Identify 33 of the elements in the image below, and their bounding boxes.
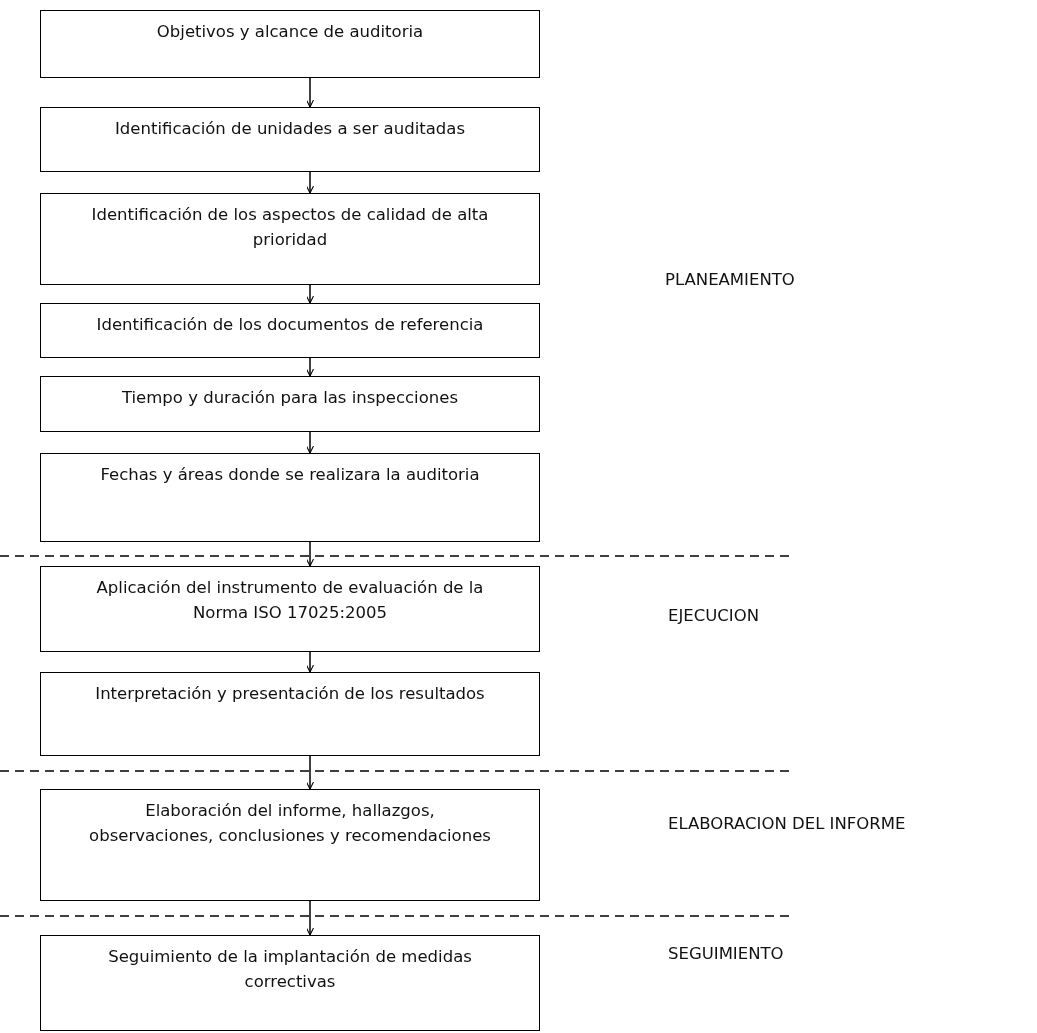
process-box <box>40 789 540 901</box>
arrow <box>306 651 314 673</box>
arrow <box>306 171 314 194</box>
phase-label: PLANEAMIENTO <box>665 270 795 289</box>
arrow <box>306 431 314 454</box>
arrow <box>306 284 314 304</box>
process-box <box>40 566 540 652</box>
step-text: Identificación de los aspectos de calidad de alta prioridad <box>90 204 490 251</box>
process-box <box>40 935 540 1031</box>
process-box <box>40 10 540 78</box>
phase-label: EJECUCION <box>668 606 760 625</box>
step-text: Fechas y áreas donde se realizara la auditoria <box>100 464 480 486</box>
step-text: Tiempo y duración para las inspecciones <box>121 387 458 409</box>
process-box <box>40 376 540 432</box>
arrow <box>306 541 314 567</box>
phase-label: SEGUIMIENTO <box>668 944 784 963</box>
step-text: Elaboración del informe, hallazgos, observaciones, conclusiones y recomendaciones <box>88 800 492 847</box>
step-text: Interpretación y presentación de los resultados <box>95 683 485 705</box>
process-box <box>40 303 540 358</box>
step-text: Objetivos y alcance de auditoria <box>156 21 424 43</box>
process-box <box>40 193 540 285</box>
process-box <box>40 672 540 756</box>
step-text: Identificación de unidades a ser auditadas <box>115 118 465 140</box>
step-text: Seguimiento de la implantación de medidas correctivas <box>107 946 473 993</box>
arrow <box>306 755 314 790</box>
arrow <box>306 357 314 377</box>
step-text: Aplicación del instrumento de evaluación de la Norma ISO 17025:2005 <box>95 577 485 624</box>
process-box <box>40 107 540 172</box>
step-text: Identificación de los documentos de referencia <box>96 314 484 336</box>
process-box <box>40 453 540 542</box>
arrow <box>306 900 314 936</box>
arrow <box>306 77 314 108</box>
phase-label: ELABORACION DEL INFORME <box>668 814 906 833</box>
